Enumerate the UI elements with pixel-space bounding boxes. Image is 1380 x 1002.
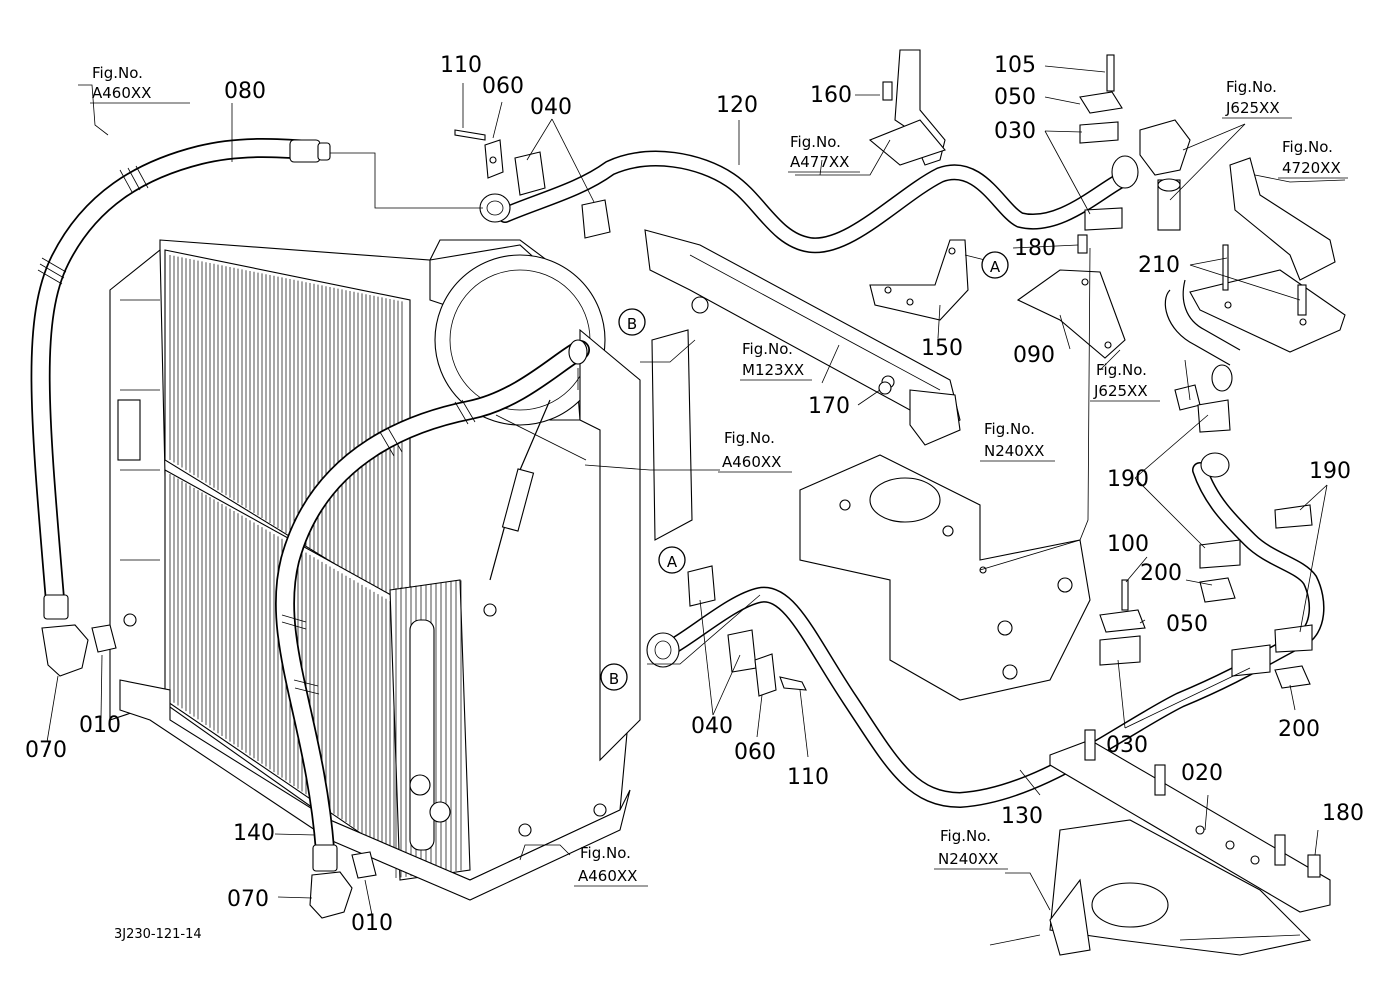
svg-text:Fig.No.: Fig.No. xyxy=(1282,138,1333,156)
svg-text:A460XX: A460XX xyxy=(92,84,151,102)
bracket-150 xyxy=(869,239,969,321)
tube-130 xyxy=(646,452,1325,808)
fig-ref-a460-mid: Fig.No. A460XX xyxy=(718,429,792,473)
svg-text:A: A xyxy=(667,553,678,571)
part-label-090: 090 xyxy=(1013,343,1055,368)
plate-210 xyxy=(1189,269,1346,353)
fig-ref-a460-top: Fig.No. A460XX xyxy=(90,64,190,104)
hose-140 xyxy=(274,339,590,872)
svg-text:J625XX: J625XX xyxy=(1093,382,1148,400)
part-label-190-left: 190 xyxy=(1107,467,1149,492)
part-label-150: 150 xyxy=(921,336,963,361)
part-label-140: 140 xyxy=(233,821,275,846)
upper-pipe-stub xyxy=(868,49,946,166)
svg-text:Fig.No.: Fig.No. xyxy=(724,429,775,447)
fig-ref-j625-mid: Fig.No. J625XX xyxy=(1090,361,1160,402)
bracket-090 xyxy=(1016,269,1126,359)
part-label-050-bottom: 050 xyxy=(1166,612,1208,637)
radiator-assembly xyxy=(109,239,641,901)
connector-a-bottom: A xyxy=(658,546,686,574)
svg-text:N240XX: N240XX xyxy=(984,442,1044,460)
part-label-180-bottom: 180 xyxy=(1322,801,1364,826)
part-label-020: 020 xyxy=(1181,761,1223,786)
leader-lines xyxy=(46,65,1346,916)
part-label-080: 080 xyxy=(224,79,266,104)
fig-ref-a460-bottom: Fig.No. A460XX xyxy=(574,844,648,887)
part-label-130: 130 xyxy=(1001,804,1043,829)
bracket-n240 xyxy=(799,454,1091,701)
svg-text:Fig.No.: Fig.No. xyxy=(1226,78,1277,96)
fig-ref-m123: Fig.No. M123XX xyxy=(740,340,812,381)
svg-text:Fig.No.: Fig.No. xyxy=(790,133,841,151)
svg-text:J625XX: J625XX xyxy=(1225,99,1280,117)
part-label-120: 120 xyxy=(716,93,758,118)
svg-text:Fig.No.: Fig.No. xyxy=(580,844,631,862)
svg-text:A460XX: A460XX xyxy=(722,453,781,471)
part-label-050-top: 050 xyxy=(994,85,1036,110)
fitting-j625 xyxy=(1139,119,1241,411)
part-label-030-top: 030 xyxy=(994,119,1036,144)
fig-ref-a477: Fig.No. A477XX xyxy=(788,133,860,173)
part-label-010-bottom: 010 xyxy=(351,911,393,936)
part-label-060-bottom: 060 xyxy=(734,740,776,765)
part-label-200-bottom: 200 xyxy=(1278,717,1320,742)
fig-ref-n240-mid: Fig.No. N240XX xyxy=(980,420,1055,462)
right-bracket-a460 xyxy=(651,329,693,541)
part-label-030-bottom: 030 xyxy=(1106,733,1148,758)
part-label-070-left: 070 xyxy=(25,738,67,763)
part-label-100: 100 xyxy=(1107,532,1149,557)
fig-ref-n240-bottom: Fig.No. N240XX xyxy=(934,827,1008,870)
fig-ref-4720: Fig.No. 4720XX xyxy=(1278,138,1348,179)
part-label-200-top: 200 xyxy=(1140,561,1182,586)
part-labels: 080 110 060 040 120 160 105 050 030 180 … xyxy=(25,53,1364,936)
svg-text:Fig.No.: Fig.No. xyxy=(742,340,793,358)
svg-text:M123XX: M123XX xyxy=(742,361,804,379)
part-label-040-top: 040 xyxy=(530,95,572,120)
svg-text:Fig.No.: Fig.No. xyxy=(984,420,1035,438)
part-label-070-bottom: 070 xyxy=(227,887,269,912)
part-label-040-bottom: 040 xyxy=(691,714,733,739)
svg-text:B: B xyxy=(627,315,637,333)
part-label-010-left: 010 xyxy=(79,713,121,738)
part-label-190-right: 190 xyxy=(1309,459,1351,484)
drawing-code: 3J230-121-14 xyxy=(114,927,202,942)
svg-text:Fig.No.: Fig.No. xyxy=(940,827,991,845)
part-label-110-bottom: 110 xyxy=(787,765,829,790)
tube-120 xyxy=(479,150,1139,254)
lower-frame-n240 xyxy=(989,819,1312,956)
hose-080 xyxy=(30,137,331,620)
part-label-170: 170 xyxy=(808,394,850,419)
connector-b-top: B xyxy=(618,308,646,336)
connector-b-bottom: B xyxy=(600,663,628,691)
svg-text:4720XX: 4720XX xyxy=(1282,159,1341,177)
svg-text:B: B xyxy=(609,670,619,688)
svg-text:Fig.No.: Fig.No. xyxy=(92,64,143,82)
svg-text:N240XX: N240XX xyxy=(938,850,998,868)
part-label-060-top: 060 xyxy=(482,74,524,99)
bracket-4720 xyxy=(1229,157,1336,281)
cross-member-m123 xyxy=(644,229,961,446)
svg-text:A477XX: A477XX xyxy=(790,153,849,171)
part-label-160: 160 xyxy=(810,83,852,108)
part-label-110-top: 110 xyxy=(440,53,482,78)
part-label-180-top: 180 xyxy=(1014,236,1056,261)
svg-text:A460XX: A460XX xyxy=(578,867,637,885)
part-label-210: 210 xyxy=(1138,253,1180,278)
svg-text:A: A xyxy=(990,258,1001,276)
part-label-105: 105 xyxy=(994,53,1036,78)
fig-ref-j625-top: Fig.No. J625XX xyxy=(1222,78,1292,119)
connector-a-top: A xyxy=(981,251,1009,279)
bar-020 xyxy=(1049,729,1331,913)
svg-text:Fig.No.: Fig.No. xyxy=(1096,361,1147,379)
